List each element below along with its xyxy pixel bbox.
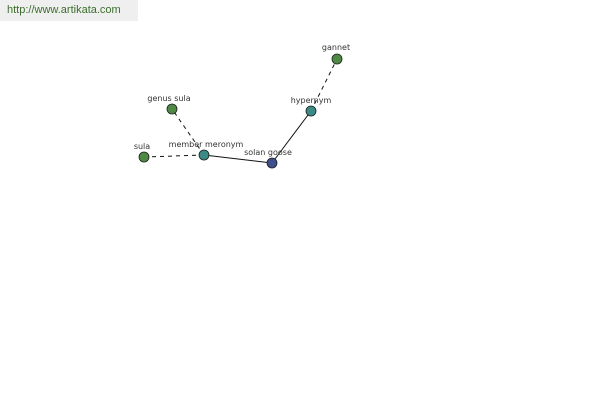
node-member-meronym[interactable]: member meronym <box>169 140 244 161</box>
node-member-meronym-label[interactable]: member meronym <box>169 140 244 149</box>
node-member-meronym-dot[interactable] <box>198 149 210 161</box>
graph-edges <box>143 58 338 164</box>
node-genus-sula[interactable]: genus sula <box>147 94 191 115</box>
node-sula-dot[interactable] <box>138 151 150 163</box>
node-solan-goose-label[interactable]: solan goose <box>244 148 292 157</box>
node-genus-sula-label[interactable]: genus sula <box>147 94 190 103</box>
node-gannet-label[interactable]: gannet <box>322 43 350 52</box>
edge-solan-goose-hypernym <box>271 110 312 164</box>
edge-member-meronym-sula <box>143 154 205 158</box>
node-sula-label[interactable]: sula <box>134 142 150 151</box>
graph-nodes: gannet hypernym genus sula member merony… <box>134 43 350 169</box>
node-hypernym-label[interactable]: hypernym <box>291 96 332 105</box>
node-solan-goose-dot[interactable] <box>266 157 278 169</box>
site-url-text[interactable]: http://www.artikata.com <box>7 4 121 16</box>
node-hypernym-dot[interactable] <box>305 105 317 117</box>
node-solan-goose[interactable]: solan goose <box>244 148 292 169</box>
node-genus-sula-dot[interactable] <box>166 103 178 115</box>
node-gannet-dot[interactable] <box>331 53 343 65</box>
site-url-banner[interactable]: http://www.artikata.com <box>0 0 138 21</box>
edge-member-meronym-genus-sula <box>171 108 205 156</box>
edge-solan-goose-member-meronym <box>203 154 273 164</box>
node-hypernym[interactable]: hypernym <box>291 96 332 117</box>
edge-hypernym-gannet <box>310 58 338 112</box>
node-gannet[interactable]: gannet <box>322 43 350 65</box>
node-sula[interactable]: sula <box>134 142 150 163</box>
